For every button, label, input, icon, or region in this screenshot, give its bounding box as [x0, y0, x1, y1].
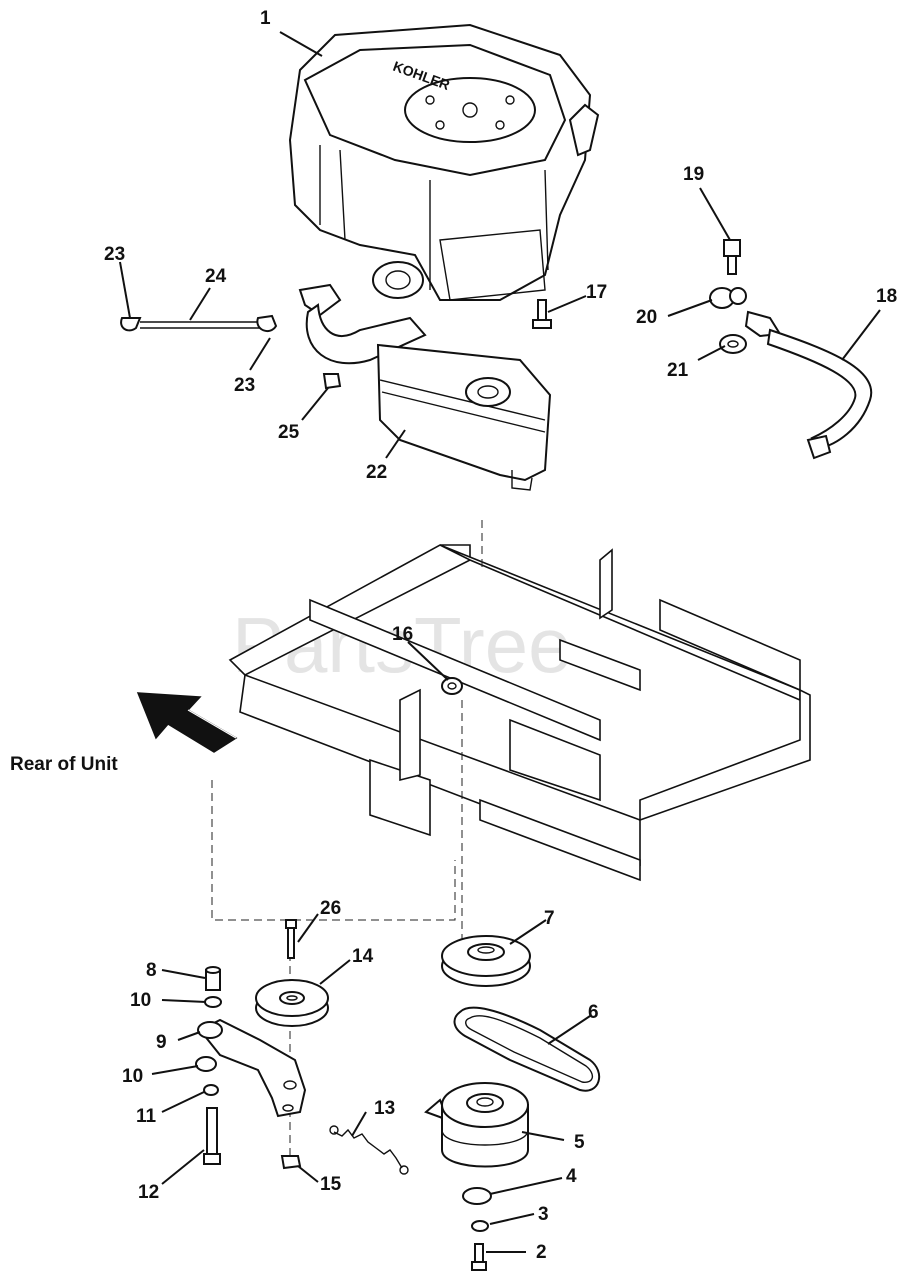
callout-12: 12: [138, 1182, 159, 1203]
clutch-5: [424, 1082, 529, 1168]
callout-18: 18: [876, 286, 897, 307]
callout-15: 15: [320, 1174, 342, 1195]
washer-21: [719, 334, 747, 354]
callout-6: 6: [588, 1002, 599, 1023]
rod-24: [140, 321, 262, 329]
engine: KOHLER: [288, 23, 600, 301]
callout-23-left: 23: [104, 244, 125, 265]
callout-20: 20: [636, 307, 657, 328]
bushing-10b: [195, 1056, 217, 1072]
spring-13: [329, 1125, 409, 1175]
callout-10-upper: 10: [130, 990, 151, 1011]
hose-18: [744, 310, 873, 460]
fitting-20: [709, 287, 747, 309]
bolt-19: [723, 239, 741, 275]
callout-9: 9: [156, 1032, 167, 1053]
callout-23-right: 23: [234, 375, 255, 396]
callout-8: 8: [146, 960, 157, 981]
nut-15: [280, 1155, 302, 1170]
nut-25: [322, 373, 342, 390]
rear-of-unit-label: Rear of Unit: [10, 754, 118, 775]
bolt-26: [285, 919, 297, 959]
callout-1: 1: [260, 8, 271, 29]
leader-lines: [119, 31, 881, 1253]
callout-2: 2: [536, 1242, 547, 1263]
muffler-assembly: [298, 283, 552, 491]
idler-pulley-14: [255, 979, 329, 1027]
callout-13: 13: [374, 1098, 395, 1119]
idler-arm-9: [197, 1018, 307, 1118]
callout-7: 7: [544, 908, 555, 929]
callout-22: 22: [366, 462, 387, 483]
rear-direction-arrow-icon: [136, 692, 238, 753]
clamp-23a: [120, 317, 142, 332]
callout-3: 3: [538, 1204, 549, 1225]
callout-5: 5: [574, 1132, 585, 1153]
callout-14: 14: [352, 946, 374, 967]
callout-17: 17: [586, 282, 607, 303]
callout-11: 11: [136, 1106, 157, 1127]
callout-21: 21: [667, 360, 689, 381]
bushing-10a: [204, 996, 222, 1008]
bushing-8: [205, 966, 221, 991]
lockwasher-3: [471, 1220, 489, 1232]
callout-19: 19: [683, 164, 704, 185]
callout-26: 26: [320, 898, 341, 919]
bolt-2: [471, 1243, 487, 1271]
callout-16: 16: [392, 624, 413, 645]
clamp-23b: [256, 314, 278, 333]
pulley-7: [441, 935, 531, 987]
bolt-17: [532, 299, 552, 329]
washer-4: [462, 1187, 492, 1205]
belt-6: [453, 1006, 600, 1092]
callout-24: 24: [205, 266, 227, 287]
callout-25: 25: [278, 422, 300, 443]
washer-11: [203, 1084, 219, 1096]
chassis-frame: [211, 520, 811, 1160]
callout-4: 4: [566, 1166, 577, 1187]
callout-10-lower: 10: [122, 1066, 143, 1087]
shoulder-bolt-12: [203, 1107, 221, 1165]
